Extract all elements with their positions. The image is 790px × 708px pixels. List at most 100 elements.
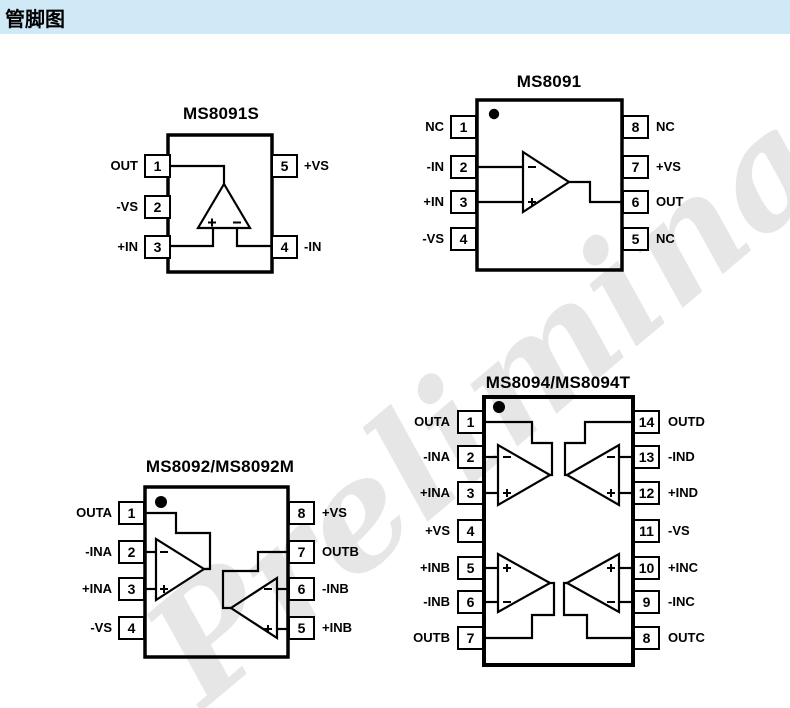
pin-label: OUTA bbox=[414, 414, 450, 429]
opamp-a-triangle bbox=[496, 443, 553, 507]
pin-number-box: 1 bbox=[144, 154, 171, 178]
plus-mark-a bbox=[160, 585, 168, 593]
pin-number-box: 12 bbox=[633, 481, 660, 505]
section-header-bar: 管脚图 bbox=[0, 0, 790, 34]
pin-number-box: 3 bbox=[450, 190, 477, 214]
opamp-d-triangle bbox=[564, 443, 621, 507]
section-title: 管脚图 bbox=[5, 9, 65, 31]
pin-number-box: 6 bbox=[622, 190, 649, 214]
pin-label: +INB bbox=[420, 560, 450, 575]
chip-title: MS8091 bbox=[516, 72, 582, 91]
pin-label: OUTD bbox=[668, 414, 705, 429]
wire-outc bbox=[562, 581, 633, 640]
pin-label: +IND bbox=[668, 485, 698, 500]
pin-label: +VS bbox=[425, 523, 450, 538]
pin-label: -INA bbox=[423, 449, 450, 464]
pin-number-box: 2 bbox=[118, 540, 145, 564]
chip-ms8092-graphics bbox=[143, 485, 290, 659]
plus-mark-c bbox=[607, 564, 615, 572]
pin-label: -VS bbox=[668, 523, 690, 538]
chip-ms8091-graphics bbox=[475, 98, 624, 272]
pin-label: +IN bbox=[423, 194, 444, 209]
pin1-dot bbox=[155, 496, 167, 508]
pin-label: -INB bbox=[423, 594, 450, 609]
pin-label: OUTA bbox=[76, 505, 112, 520]
ic-body bbox=[475, 98, 624, 272]
chip-ms8091s-graphics bbox=[166, 133, 274, 274]
plus-mark-b bbox=[264, 625, 272, 633]
pin-number-box: 4 bbox=[271, 235, 298, 259]
pin-number-box: 6 bbox=[457, 590, 484, 614]
wire-outb bbox=[484, 581, 556, 640]
pin-number-box: 3 bbox=[118, 577, 145, 601]
pin-number-box: 8 bbox=[622, 115, 649, 139]
opamp-triangle bbox=[521, 149, 572, 215]
pin-label: +INB bbox=[322, 620, 352, 635]
pin-label: -INA bbox=[85, 544, 112, 559]
pin-number-box: 11 bbox=[633, 519, 660, 543]
pin-number-box: 13 bbox=[633, 445, 660, 469]
pin-number-box: 8 bbox=[288, 501, 315, 525]
pin-label: -INB bbox=[322, 581, 349, 596]
pin-number-box: 2 bbox=[457, 445, 484, 469]
pin-number-box: 9 bbox=[633, 590, 660, 614]
pin-label: NC bbox=[425, 119, 444, 134]
pin-number-box: 5 bbox=[288, 616, 315, 640]
pin-label: -IND bbox=[668, 449, 695, 464]
wire-plus-in bbox=[171, 228, 215, 248]
pin-label: +VS bbox=[322, 505, 347, 520]
pin-label: +INA bbox=[420, 485, 450, 500]
pin-label: +VS bbox=[656, 159, 681, 174]
opamp-b-triangle bbox=[228, 575, 279, 641]
pin-number-box: 3 bbox=[457, 481, 484, 505]
plus-mark bbox=[528, 198, 536, 206]
pin-label: -VS bbox=[90, 620, 112, 635]
ic-body bbox=[482, 395, 635, 667]
wire-out bbox=[569, 180, 622, 204]
wire-out bbox=[171, 164, 226, 184]
plus-mark-d bbox=[607, 489, 615, 497]
pin-label: OUTC bbox=[668, 630, 705, 645]
opamp-b-triangle bbox=[496, 552, 553, 614]
wire-outd bbox=[563, 420, 633, 477]
plus-mark bbox=[208, 218, 216, 227]
pin-label: NC bbox=[656, 119, 675, 134]
pin-number-box: 4 bbox=[450, 227, 477, 251]
chip-title: MS8092/MS8092M bbox=[145, 457, 295, 476]
pin-number-box: 14 bbox=[633, 410, 660, 434]
chip-title: MS8091S bbox=[182, 104, 260, 123]
opamp-c-triangle bbox=[564, 552, 621, 614]
pin-number-box: 1 bbox=[450, 115, 477, 139]
pin-label: +INA bbox=[82, 581, 112, 596]
pin-number-box: 2 bbox=[450, 155, 477, 179]
pin-number-box: 6 bbox=[288, 577, 315, 601]
ic-body bbox=[143, 485, 290, 659]
wire-minus-in bbox=[235, 228, 272, 248]
pin1-dot bbox=[493, 401, 505, 413]
pin1-dot bbox=[488, 108, 500, 120]
pin-label: OUT bbox=[110, 158, 138, 173]
pin-label: -INC bbox=[668, 594, 695, 609]
pin-number-box: 10 bbox=[633, 556, 660, 580]
pin-number-box: 8 bbox=[633, 626, 660, 650]
plus-mark-a bbox=[503, 489, 511, 497]
pin-number-box: 7 bbox=[457, 626, 484, 650]
pin-label: -IN bbox=[304, 239, 322, 254]
opamp-a-triangle bbox=[154, 537, 207, 603]
wire-outa bbox=[484, 420, 554, 477]
wire-outa bbox=[145, 511, 212, 571]
wire-outb bbox=[221, 550, 288, 610]
pin-number-box: 1 bbox=[118, 501, 145, 525]
plus-mark-b bbox=[503, 564, 511, 572]
pin-number-box: 7 bbox=[288, 540, 315, 564]
pin-label: OUTB bbox=[413, 630, 450, 645]
pin-label: -VS bbox=[422, 231, 444, 246]
pin-label: OUT bbox=[656, 194, 684, 209]
pin-number-box: 3 bbox=[144, 235, 171, 259]
chip-title: MS8094/MS8094T bbox=[485, 373, 631, 392]
pin-label: -VS bbox=[116, 199, 138, 214]
pin-number-box: 4 bbox=[457, 519, 484, 543]
pin-number-box: 5 bbox=[622, 227, 649, 251]
